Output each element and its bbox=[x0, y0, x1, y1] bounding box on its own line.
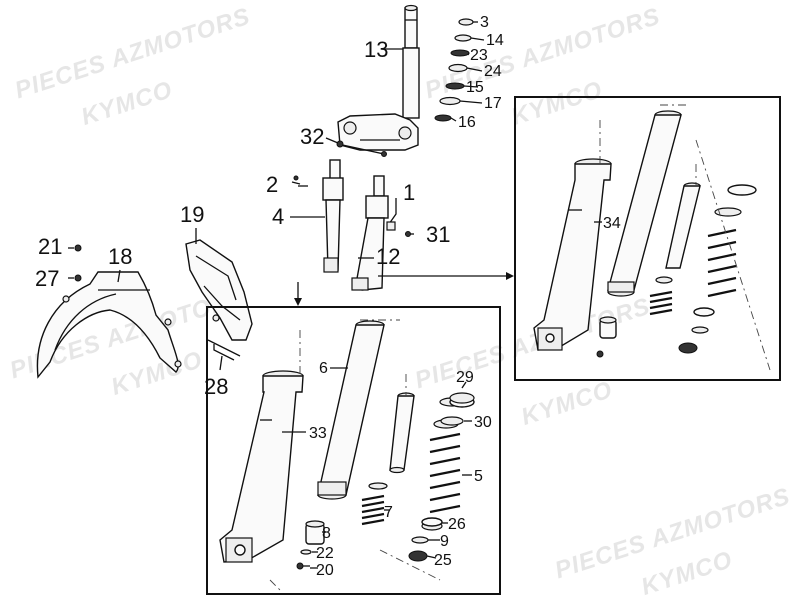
oil-lock-piece-2 bbox=[596, 316, 617, 358]
front-fender bbox=[36, 271, 182, 379]
label-34: 34 bbox=[603, 215, 621, 232]
upper-small-parts bbox=[678, 307, 715, 354]
stem-lower-bracket bbox=[337, 113, 419, 151]
label-8: 8 bbox=[322, 525, 331, 542]
label-14: 14 bbox=[486, 32, 504, 49]
label-23: 23 bbox=[470, 47, 488, 64]
label-19: 19 bbox=[180, 202, 204, 227]
inner-fork-tube-2 bbox=[607, 110, 682, 297]
part-numbers: 13 3 14 23 24 15 17 16 32 2 4 1 31 12 19… bbox=[35, 14, 621, 579]
oil-lock-piece-8 bbox=[305, 520, 325, 545]
label-28: 28 bbox=[204, 374, 228, 399]
fork-detail-box-upper bbox=[514, 96, 781, 381]
label-7: 7 bbox=[384, 504, 393, 521]
label-22: 22 bbox=[316, 545, 334, 562]
label-1: 1 bbox=[403, 180, 415, 205]
clip-part-28 bbox=[207, 339, 241, 361]
label-33: 33 bbox=[309, 425, 327, 442]
fork-leg-left bbox=[322, 159, 344, 273]
label-21: 21 bbox=[38, 234, 62, 259]
label-29: 29 bbox=[456, 369, 474, 386]
label-15: 15 bbox=[466, 79, 484, 96]
clamp-bolt bbox=[336, 140, 387, 157]
label-27: 27 bbox=[35, 266, 59, 291]
outer-fork-tube-33 bbox=[219, 370, 306, 563]
label-26: 26 bbox=[448, 516, 466, 533]
label-25: 25 bbox=[434, 552, 452, 569]
label-6: 6 bbox=[319, 360, 328, 377]
steering-stem bbox=[402, 4, 420, 119]
label-9: 9 bbox=[440, 533, 449, 550]
label-24: 24 bbox=[484, 63, 502, 80]
label-13: 13 bbox=[364, 37, 388, 62]
ring-30 bbox=[440, 416, 464, 426]
label-17: 17 bbox=[484, 95, 502, 112]
damper-rod-2 bbox=[665, 182, 701, 269]
inner-fork-tube-6 bbox=[317, 320, 385, 500]
fork-detail-box-lower bbox=[206, 306, 501, 595]
label-30: 30 bbox=[474, 414, 492, 431]
label-4: 4 bbox=[272, 204, 284, 229]
outer-fork-tube-34 bbox=[533, 158, 612, 351]
rebound-spring-7 bbox=[361, 482, 388, 526]
label-2: 2 bbox=[266, 172, 278, 197]
seal-29 bbox=[449, 392, 475, 408]
inner-mudguard bbox=[185, 239, 253, 341]
fork-leg-right bbox=[351, 175, 389, 291]
washer-bolt-22-20 bbox=[296, 549, 312, 570]
label-31: 31 bbox=[426, 222, 450, 247]
label-20: 20 bbox=[316, 562, 334, 579]
fork-spring-5 bbox=[429, 397, 465, 514]
label-3: 3 bbox=[480, 14, 489, 31]
label-32: 32 bbox=[300, 124, 324, 149]
label-12: 12 bbox=[376, 244, 400, 269]
rebound-spring-2 bbox=[649, 276, 673, 316]
fender-screws bbox=[68, 244, 82, 282]
fork-spring-2 bbox=[707, 184, 757, 298]
damper-rod bbox=[389, 392, 415, 474]
label-18: 18 bbox=[108, 244, 132, 269]
label-16: 16 bbox=[458, 114, 476, 131]
label-5: 5 bbox=[474, 468, 483, 485]
stem-bearing-stack bbox=[434, 18, 474, 122]
